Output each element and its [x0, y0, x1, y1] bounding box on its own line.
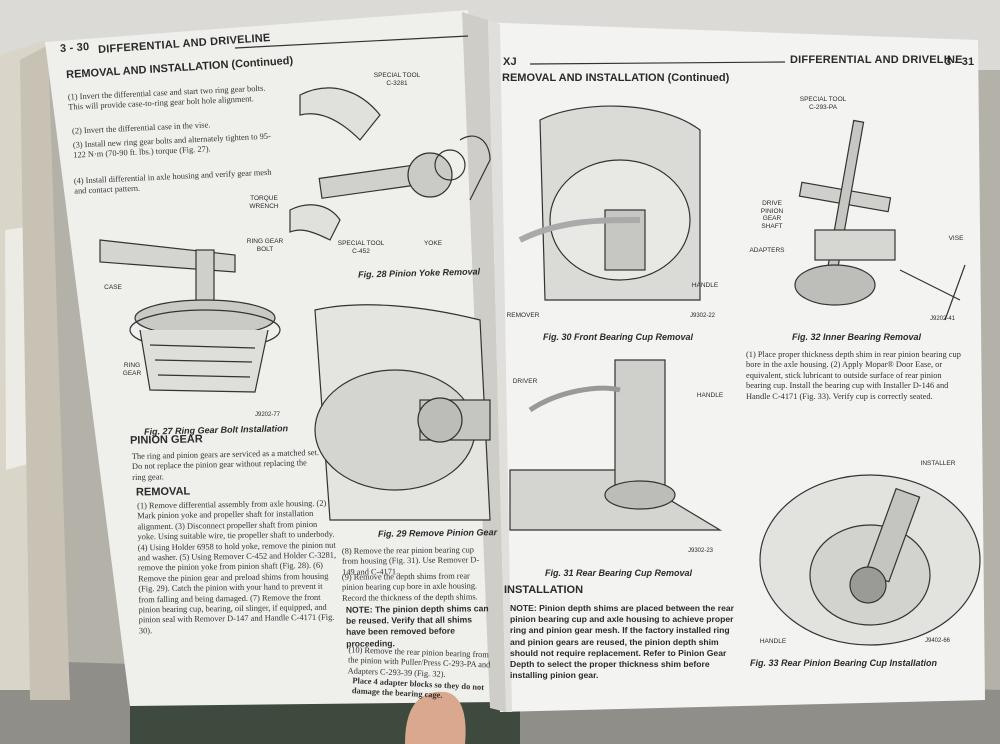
- fig31-code: J9302-23: [688, 548, 714, 554]
- fig28-illustration: [289, 87, 491, 241]
- fig33-label-installer: INSTALLER: [920, 460, 956, 467]
- fig27-label-ring-gear-bolt: RING GEAR BOLT: [246, 238, 284, 253]
- fig27-label-case: CASE: [104, 284, 122, 291]
- right-model: XJ: [503, 56, 517, 68]
- right-section-header: DIFFERENTIAL AND DRIVELINE: [790, 54, 963, 66]
- fig32-caption: Fig. 32 Inner Bearing Removal: [792, 332, 922, 342]
- fig30-caption: Fig. 30 Front Bearing Cup Removal: [543, 332, 694, 342]
- fig30-label-remover: REMOVER: [506, 312, 540, 319]
- fig33-label-handle: HANDLE: [759, 638, 787, 645]
- thumb: [405, 691, 466, 744]
- fig32-label-special-tool: SPECIAL TOOL C-293-PA: [799, 96, 847, 111]
- fig31-label-driver: DRIVER: [512, 378, 538, 385]
- right-page-number: 3 - 31: [945, 56, 975, 68]
- fig28-label-special-tool-bottom: SPECIAL TOOL C-452: [337, 240, 385, 255]
- right-section-title: REMOVAL AND INSTALLATION (Continued): [502, 72, 730, 84]
- fig30-illustration: [518, 105, 701, 301]
- fig33-caption: Fig. 33 Rear Pinion Bearing Cup Installa…: [750, 658, 938, 668]
- fig27-label-torque-wrench: TORQUE WRENCH: [249, 195, 279, 210]
- fig31-caption: Fig. 31 Rear Bearing Cup Removal: [545, 568, 693, 578]
- installation-note: NOTE: Pinion depth shims are placed betw…: [510, 603, 734, 681]
- fig30-label-handle: HANDLE: [691, 282, 719, 289]
- fig32-label-drive-pinion: DRIVE PINION GEAR SHAFT: [760, 200, 784, 230]
- installation-title: INSTALLATION: [504, 584, 584, 596]
- fig28-label-yoke: YOKE: [423, 240, 443, 247]
- fig27-code: J9202-77: [255, 412, 281, 418]
- fig32-illustration: [794, 119, 966, 321]
- fig28-label-special-tool-top: SPECIAL TOOL C-3281: [373, 72, 421, 87]
- fig32-label-adapters: ADAPTERS: [749, 247, 785, 254]
- fig31-illustration: [509, 359, 723, 531]
- install-steps: (1) Place proper thickness depth shim in…: [746, 350, 961, 401]
- fig33-code: J9402-66: [925, 638, 951, 644]
- fig27-label-ring-gear: RING GEAR: [122, 362, 142, 377]
- fig29-illustration: [314, 304, 491, 521]
- fig32-label-vise: VISE: [948, 235, 964, 242]
- fig32-code: J9202-41: [930, 316, 956, 322]
- fig30-code: J9302-22: [690, 313, 716, 319]
- fig31-label-handle: HANDLE: [696, 392, 724, 399]
- fig27-illustration: [99, 239, 281, 393]
- fig33-illustration: [759, 474, 981, 646]
